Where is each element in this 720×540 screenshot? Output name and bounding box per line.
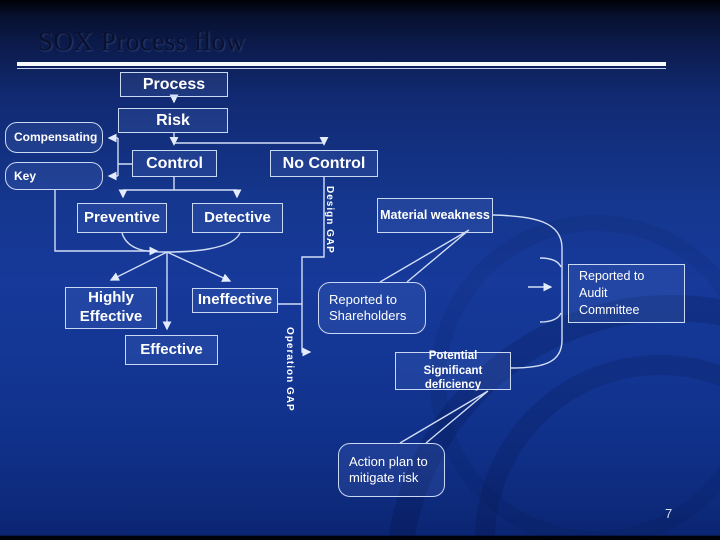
title-underline-thick bbox=[17, 62, 666, 66]
edge-risk-split bbox=[173, 133, 324, 144]
node-effective: Effective bbox=[125, 335, 218, 365]
node-no-control: No Control bbox=[270, 150, 378, 177]
brace-preventive-detective bbox=[121, 232, 241, 253]
node-compensating: Compensating bbox=[5, 122, 103, 153]
slide-title: SOX Process flow bbox=[38, 26, 246, 56]
node-highly-effective: Highly Effective bbox=[65, 287, 157, 329]
node-reported-shareholders: Reported to Shareholders bbox=[318, 282, 426, 334]
node-potential-significant-deficiency: Potential Significant deficiency bbox=[395, 350, 511, 391]
callout-pointer-shareholders bbox=[379, 229, 470, 283]
edge-to-highly-effective bbox=[109, 251, 168, 281]
node-reported-audit-committee: Reported to Audit Committee bbox=[568, 264, 685, 323]
title-underline-thin bbox=[17, 68, 666, 69]
bracket-material-to-deficiency bbox=[492, 214, 563, 369]
edge-control-split bbox=[123, 177, 237, 191]
callout-pointer-action-plan bbox=[399, 390, 489, 444]
edge-label-design-gap: Design GAP bbox=[324, 186, 335, 254]
edge-control-left-connector bbox=[117, 138, 132, 176]
node-material-weakness: Material weakness bbox=[377, 198, 493, 233]
edge-label-operation-gap: Operation GAP bbox=[284, 327, 295, 412]
edge-to-ineffective bbox=[166, 251, 232, 282]
page-number: 7 bbox=[665, 506, 673, 521]
node-detective: Detective bbox=[192, 203, 283, 233]
node-key: Key bbox=[5, 162, 103, 190]
node-control: Control bbox=[132, 150, 217, 177]
bracket-stub-lower bbox=[539, 312, 562, 323]
node-preventive: Preventive bbox=[77, 203, 167, 233]
edge-key-to-junction bbox=[54, 190, 159, 256]
bracket-stub-upper bbox=[539, 257, 562, 268]
node-risk: Risk bbox=[118, 108, 228, 133]
node-ineffective: Ineffective bbox=[192, 288, 278, 313]
edge-nocontrol-gap-path bbox=[301, 177, 325, 357]
node-process: Process bbox=[120, 72, 228, 97]
node-action-plan: Action plan to mitigate risk bbox=[338, 443, 445, 497]
